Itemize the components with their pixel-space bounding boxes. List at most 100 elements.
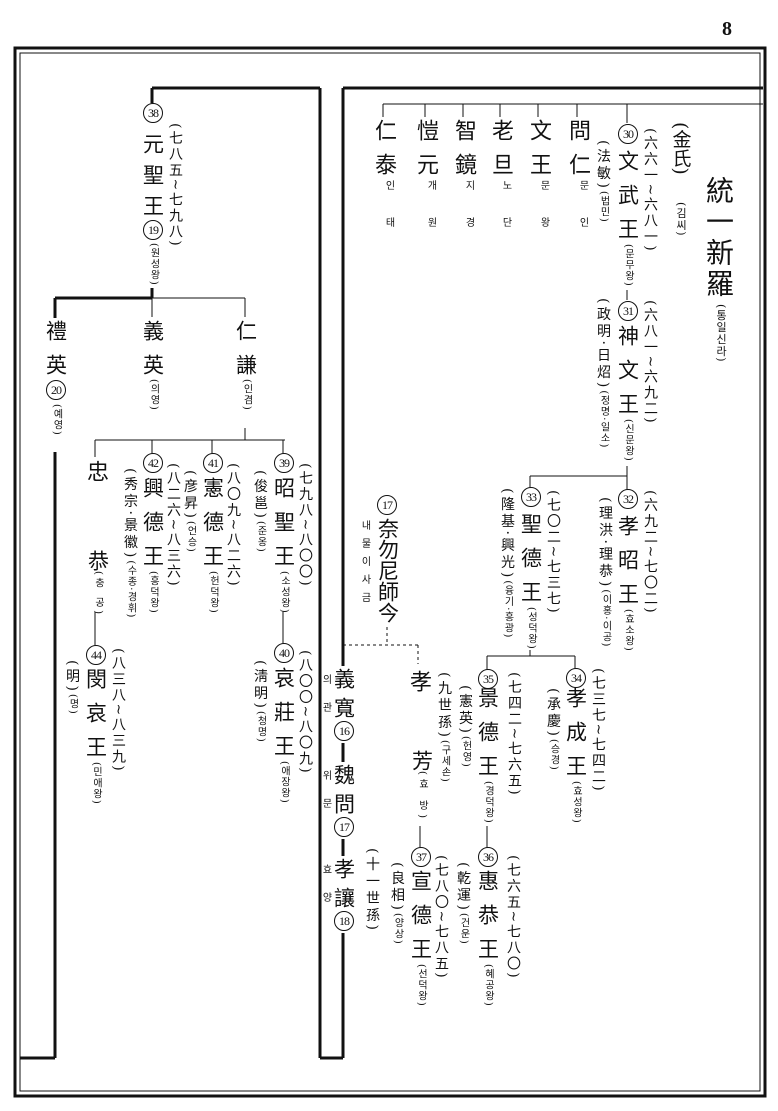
hyobang-name-2: 芳 [409,750,434,771]
k32-number: 32 [618,489,638,509]
k32-alias-group: (理洪·理恭)(이홍·이공) [597,497,613,647]
k37-name-group: 宣德王(선덕왕) [408,870,433,1007]
clan-name: (金氏) [669,122,692,175]
k36-alias: (乾運) [455,862,471,913]
k37-alias-group: (良相)(양상) [389,862,405,945]
k42-name: 興德王 [140,477,165,579]
hyoyang-reading-1: 효 [320,864,331,875]
uiyeong-name: 義英 [140,320,165,388]
k36-reading: (혜공왕) [482,964,494,1007]
k42-reign-dates: (八二六~八三六) [165,463,181,588]
uigwan-reading-1: 의 [320,674,331,685]
sibling-reading: 문 인 [577,180,588,240]
k34-name: 孝成王 [563,687,588,789]
clan-name-hangul: (김씨) [674,202,688,237]
k42-number: 42 [143,453,163,473]
sibling-name: 文王 [526,119,551,187]
k33-alias-reading: (융기·흥광) [502,580,513,639]
k33-name: 聖德王 [518,513,543,615]
k44-alias: (明) [64,660,80,694]
ingyeom-reading: (인겸) [241,379,252,411]
sibling-reading: 인 태 [383,180,394,240]
k37-reign-dates: (七八〇~七八五) [433,855,449,980]
k30-number: 30 [618,124,638,144]
k40-alias-reading: (청명) [255,710,266,743]
k30-reign-dates: (六六一~六八一) [642,128,658,253]
k30-name: 文武王 [615,150,640,252]
sibling-name: 智鏡 [451,119,476,187]
k41-alias: (彦昇) [182,470,198,521]
k34-name-group: 孝成王(효성왕) [563,687,588,824]
uigwan-reading-2: 관 [320,702,331,713]
k42-alias-reading: (수종·경휘) [125,560,136,619]
k32-reading: (효소왕) [622,609,634,652]
k40-alias: (淸明) [252,660,268,711]
k33-reading: (성덕왕) [525,607,537,650]
k31-name-group: 神文王(신문왕) [616,325,640,462]
k42-reading: (흥덕왕) [147,571,159,614]
k38-secondary-number: 19 [143,220,163,240]
k36-name: 惠恭王 [475,870,500,972]
k37-reading: (선덕왕) [415,964,427,1007]
k39-number: 39 [274,453,294,473]
hyoyang-name: 孝讓 [331,858,356,916]
sibling-reading: 개 원 [425,180,436,240]
uiyeong-reading: (의영) [148,379,159,411]
yeyeong-reading: (예영) [51,404,62,436]
hyoyang-reading-2: 양 [320,892,331,903]
k35-name-group: 景德王(경덕왕) [475,687,500,824]
k39-name-group: 昭聖王(소성왕) [271,477,296,614]
k31-reign-dates: (六八一~六九二) [642,300,658,425]
k31-alias-reading: (정명·일소) [598,390,609,449]
k34-alias: (承慶) [545,688,561,739]
naemul-number: 17 [377,495,397,515]
k38-reign-dates: (七八五~七九八) [167,123,183,248]
k31-alias-group: (政明·日炤)(정명·일소) [595,298,611,448]
dynasty-title-hangul: (통일신라) [714,304,728,363]
k30-name-group: 文武王(문무왕) [615,150,640,287]
naemul-name: 奈勿尼師今 [375,518,400,623]
k35-reign-dates: (七四二~七六五) [506,672,522,797]
k37-alias: (良相) [389,862,405,913]
uigwan-name: 義寬 [331,668,356,726]
k40-reading: (애장왕) [278,761,290,804]
hyobang-reading: (효 방) [416,771,428,822]
uigwan-number: 16 [334,721,354,741]
k39-alias-group: (俊邕)(준옹) [252,470,268,553]
k36-reign-dates: (七六五~七八〇) [505,855,521,980]
k32-reign-dates: (六九二~七〇二) [642,490,658,615]
k41-alias-group: (彦昇)(언승) [182,470,198,553]
k40-alias-group: (淸明)(청명) [252,660,268,743]
sibling-name: 問仁 [565,119,590,187]
chunggong-name-2: 恭 [85,550,110,571]
outer-frame [13,46,767,1098]
hyoyang-note: (十一世孫) [364,848,380,933]
k34-reading: (효성왕) [570,781,582,824]
k33-reign-dates: (七〇二~七三七) [545,490,561,615]
inner-frame [19,52,761,1092]
k44-alias-reading: (명) [67,693,78,715]
naemul-reading: 내물이사금 [359,520,370,610]
k39-alias: (俊邕) [252,470,268,521]
sibling-reading: 노 단 [500,180,511,240]
k44-reign-dates: (八三八~八三九) [110,648,126,773]
k35-reading: (경덕왕) [482,781,494,824]
k38-name: 元聖王 [140,133,165,226]
k30-alias-group: (法敏)(법민) [595,140,611,223]
k35-name: 景德王 [475,687,500,789]
k39-name: 昭聖王 [271,477,296,579]
page-number: 8 [722,18,732,40]
k32-name: 孝昭王 [615,515,640,617]
k41-name: 憲德王 [200,477,225,579]
k31-number: 31 [618,301,638,321]
chunggong-name-1: 忠 [83,460,108,482]
k44-number: 44 [86,645,106,665]
k37-number: 37 [411,847,431,867]
k36-name-group: 惠恭王(혜공왕) [475,870,500,1007]
k35-number: 35 [478,669,498,689]
k44-name: 閔哀王 [83,668,108,770]
k39-reign-dates: (七九八~八〇〇) [297,463,313,588]
k37-name: 宣德王 [408,870,433,972]
